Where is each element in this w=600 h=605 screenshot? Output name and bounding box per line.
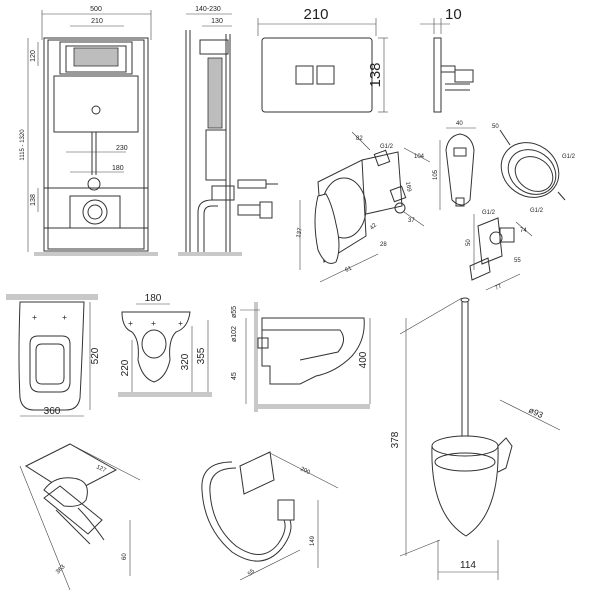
toilet-front-h2-label: 320: [180, 353, 191, 370]
toilet-width-label: 360: [44, 406, 61, 417]
frame-top-label: 120: [30, 50, 37, 62]
brush-height-label: 378: [390, 431, 401, 448]
mixer-label-6: 169: [404, 181, 412, 193]
mixer-label-2: 137: [296, 227, 304, 239]
holder-label-3: 60: [122, 553, 128, 560]
holder-label-1: 127: [95, 464, 107, 474]
toilet-side-low-label: 45: [231, 372, 238, 380]
ring-label-3: 149: [310, 535, 316, 546]
plate-thickness-label: 10: [445, 6, 462, 23]
ring-label-1: 200: [299, 466, 311, 476]
plate-height-label: 138: [367, 62, 384, 87]
shower-label-6: 50: [466, 239, 472, 246]
toilet-front-top-label: 180: [145, 293, 162, 304]
shower-label-2: 40: [456, 121, 463, 127]
side-depth-label: 130: [211, 18, 223, 25]
frame-bottom-label: 138: [30, 194, 37, 206]
shower-label-7: 77: [494, 283, 503, 292]
towel-ring-isometric: 200 55 149: [202, 452, 338, 580]
shower-label-9: 55: [514, 258, 521, 264]
toilet-front-h1-label: 220: [120, 359, 131, 376]
flush-plate-front-view: 210 138: [258, 6, 388, 112]
flush-plate-side-view: 10: [420, 6, 473, 112]
mixer-label-5: 104: [414, 154, 425, 160]
mixer-label-4: 42: [369, 222, 378, 231]
toilet-length-label: 520: [90, 347, 101, 364]
toilet-front-view: 180 + + + 220 320 355: [118, 293, 212, 397]
frame-inner-label: 210: [91, 18, 103, 25]
toilet-side-inlet-label: ø102: [231, 326, 238, 342]
toilet-side-height-label: 400: [358, 351, 369, 368]
shower-label-3: 50: [492, 124, 499, 130]
brush-width-label: 114: [460, 560, 476, 571]
mixer-label-7: 37: [408, 218, 415, 224]
shower-label-4: G1/2: [562, 154, 576, 160]
frame-height-label: 1115 - 1320: [20, 129, 26, 161]
toilet-front-h3-label: 355: [196, 347, 207, 364]
toilet-mount-left: +: [32, 312, 37, 322]
shower-label-8: 74: [520, 228, 527, 234]
toilet-front-mount-center: +: [151, 318, 156, 328]
mixer-isometric-view: 82 137 61 42 104 169 37 28 G1/2: [296, 132, 430, 282]
frame-width-label: 500: [90, 6, 102, 13]
frame-pipe-h-label: 230: [116, 145, 128, 152]
toilet-front-mount-left: +: [128, 318, 133, 328]
holder-label-2: 363: [55, 564, 67, 576]
toilet-top-view: + + 520 360: [6, 294, 101, 417]
toilet-side-view: ø55 ø102 45 400: [231, 302, 370, 412]
mixer-label-9: G1/2: [380, 144, 394, 150]
shower-label-1: 105: [433, 169, 439, 180]
mixer-label-8: 28: [380, 242, 387, 248]
toilet-brush-isometric: 378 ø93 114: [390, 298, 560, 580]
toilet-front-mount-right: +: [178, 318, 183, 328]
shower-label-10: G1/2: [482, 210, 496, 216]
toilet-mount-right: +: [62, 312, 67, 322]
installation-frame-front-view: 500 210 1115 - 1320 120 138 230 180: [20, 6, 158, 256]
paper-holder-isometric: 127 363 60: [20, 444, 140, 590]
plate-width-label: 210: [303, 6, 328, 23]
frame-pipe-w-label: 180: [112, 165, 124, 172]
mixer-label-1: 82: [356, 136, 363, 142]
toilet-side-outlet-label: ø55: [231, 306, 238, 318]
side-depth-range-label: 140-230: [195, 6, 221, 13]
shower-label-5: G1/2: [530, 208, 544, 214]
hygienic-shower-set: 105 40 50 G1/2 G1/2 50 77 74 55 G1/2: [433, 121, 576, 292]
brush-diameter-label: ø93: [527, 405, 545, 420]
